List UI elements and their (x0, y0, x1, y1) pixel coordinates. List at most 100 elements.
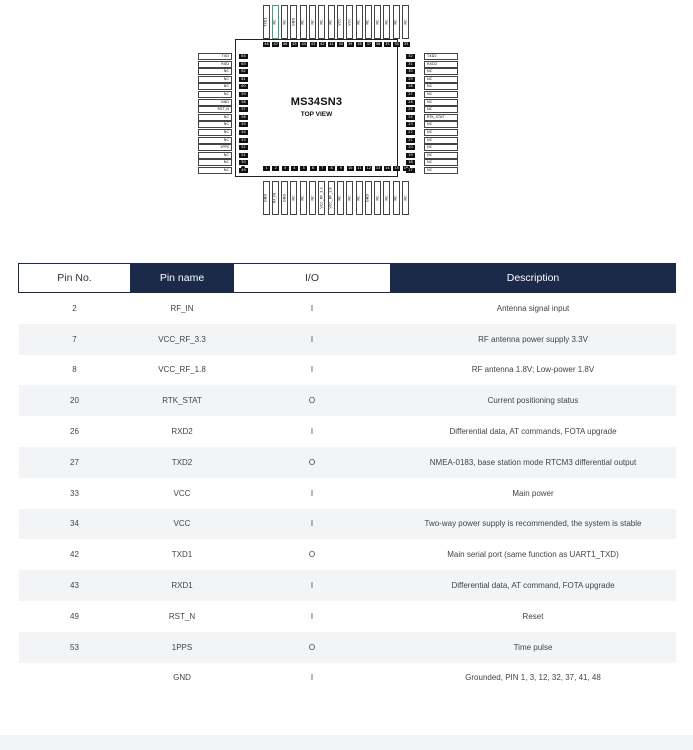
pin-label: NC (355, 5, 363, 39)
pin-label: NC (383, 5, 391, 39)
pin-number: 37 (365, 42, 373, 47)
pin-number: 39 (346, 42, 354, 47)
pin-number: 35 (383, 42, 391, 47)
pin-number: 27 (406, 92, 415, 97)
cell-pin-name: RXD2 (171, 427, 193, 437)
cell-pin-no: 8 (72, 365, 77, 375)
pin-number: 18 (406, 160, 415, 166)
cell-pin-no: 20 (18, 385, 131, 417)
pin-number: 48 (263, 42, 270, 47)
pin-label-text: NC (375, 19, 380, 25)
pin-label: NC (198, 121, 232, 129)
pin-number: 6 (309, 166, 317, 171)
pin-number: 62 (239, 69, 248, 75)
pin-number: 26 (406, 99, 415, 105)
pin-label: NC (299, 5, 307, 39)
pin-number: 52 (239, 145, 248, 151)
cell-io: O (308, 550, 316, 560)
pin-label: TXD1 (262, 5, 270, 39)
pin-label-text: NC (384, 19, 389, 25)
pin-label-text: NC (310, 19, 314, 25)
pin-label: NC (424, 98, 458, 106)
pin-number: 7 (318, 166, 326, 171)
pin-number: 55 (239, 122, 248, 128)
pin-label-text: NC (403, 195, 407, 201)
table-header-row: Pin No. Pin name I/O Description (18, 263, 676, 293)
pin-label-text: VCC_RF_1.8 (328, 187, 333, 209)
cell-description: Reset (522, 611, 544, 621)
pin-label: NC (198, 68, 232, 76)
pin-label-text: VCC (347, 18, 352, 26)
pin-label: GND (262, 181, 270, 215)
cell-io: I (310, 673, 314, 683)
pin-label: NC (424, 144, 458, 152)
pin-label: NC (392, 5, 400, 39)
pin-number: 61 (239, 76, 248, 82)
pin-label: NC (424, 75, 458, 83)
cell-pin-name: RTK_STAT (130, 385, 234, 417)
pin-label: NC (424, 91, 458, 98)
cell-description: Differential data, AT command, FOTA upgr… (390, 570, 676, 601)
pin-label: NC (374, 181, 382, 215)
pin-label: NC (198, 129, 232, 136)
cell-description: Antenna signal input (496, 303, 570, 313)
pin-number: 5 (300, 166, 308, 171)
cell-pin-name: 1PPS (130, 631, 234, 663)
pin-number: 56 (239, 114, 248, 120)
cell-pin-name: VCC_RF_3.3 (130, 323, 234, 355)
pin-label-text: GND (282, 193, 287, 203)
pin-label: GND (290, 5, 298, 39)
pin-number: 2 (272, 166, 280, 171)
pin-number: 53 (239, 137, 248, 143)
pin-label: NC (290, 181, 298, 215)
pin-label: GND (198, 98, 232, 106)
pin-label: NC (374, 5, 382, 39)
pin-label: NC (424, 167, 458, 174)
pin-label: NC (336, 181, 344, 215)
pin-label: NC (402, 5, 409, 39)
pin-label: NC (198, 136, 232, 144)
cell-io: I (233, 323, 391, 355)
pin-number: 23 (406, 122, 415, 128)
pin-number: 25 (406, 107, 415, 113)
pin-number: 22 (406, 130, 415, 135)
cell-pin-no: 7 (18, 323, 131, 355)
pin-label-text: NC (310, 195, 314, 201)
pin-number: 45 (290, 42, 298, 47)
pin-number: 1 (263, 166, 270, 171)
cell-io: O (233, 385, 391, 417)
pin-number: 46 (281, 42, 289, 47)
pin-number: 10 (346, 166, 354, 171)
pin-label: NC (424, 68, 458, 76)
pin-label: NC (346, 181, 354, 215)
cell-pin-no: 2 (72, 303, 77, 313)
pin-number: 63 (239, 61, 248, 67)
pin-label-text: NC (300, 19, 305, 25)
pin-label: RXD (198, 60, 232, 68)
pin-label: NC (198, 91, 232, 98)
pin-number: 28 (406, 84, 415, 90)
cell-pin-name: TXD1 (171, 550, 193, 560)
pin-label: NC (424, 151, 458, 159)
pin-label: NC (327, 5, 335, 39)
cell-description: NMEA-0183, base station mode RTCM3 diffe… (390, 446, 676, 478)
pin-number: 13 (374, 166, 382, 171)
pin-number: 58 (239, 99, 248, 105)
pin-label: NC (198, 83, 232, 91)
pin-label: NC (318, 5, 326, 39)
header-pin-no: Pin No. (18, 263, 131, 293)
pin-number: 32 (406, 54, 415, 59)
cell-pin-no: 27 (18, 446, 131, 478)
pin-label: NC (424, 106, 458, 114)
cell-io: I (233, 570, 391, 601)
pin-label-text: GND (365, 193, 370, 203)
pin-label: NC (383, 181, 391, 215)
pin-number: 41 (328, 42, 336, 47)
pin-number: 24 (406, 114, 415, 120)
pin-number: 11 (356, 166, 363, 171)
pin-label: NC (281, 5, 289, 39)
